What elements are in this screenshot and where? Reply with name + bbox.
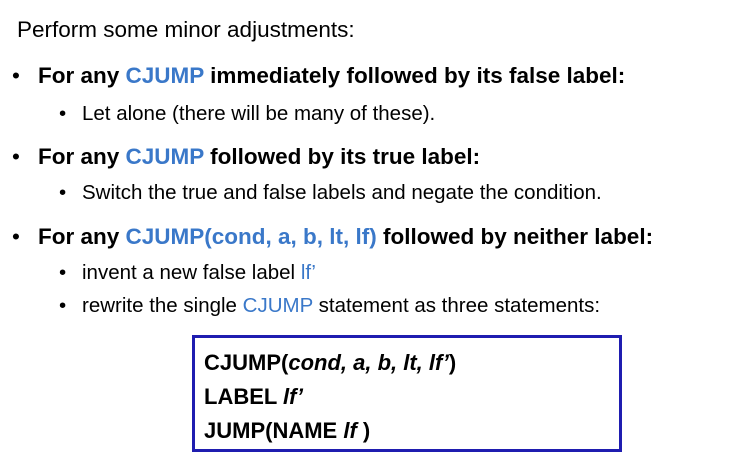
sub-item-1-1: • Let alone (there will be many of these… [59,102,436,126]
bullet-item-3: • For any CJUMP(cond, a, b, lt, lf) foll… [12,224,654,250]
bullet-3-keyword: CJUMP(cond, a, b, lt, lf) [125,224,377,249]
bullet-marker: • [59,181,67,204]
bullet-item-1: • For any CJUMP immediately followed by … [12,63,626,89]
bullet-marker: • [59,261,67,284]
bullet-1-keyword: CJUMP [125,63,204,88]
code-line-3-a: JUMP(NAME [204,418,344,443]
sub-item-2-1-text: Switch the true and false labels and neg… [82,181,602,204]
sub-item-3-1-prefix: invent a new false label [82,261,301,284]
code-line-2: LABEL lf’ [204,380,619,414]
sub-item-3-1: • invent a new false label lf’ [59,261,316,285]
code-line-1-a: CJUMP( [204,350,289,375]
sub-item-2-1: • Switch the true and false labels and n… [59,181,602,205]
code-box: CJUMP(cond, a, b, lt, lf’) LABEL lf’ JUM… [192,335,622,452]
bullet-marker: • [12,224,20,249]
bullet-2-keyword: CJUMP [125,144,204,169]
sub-item-3-2-suffix: statement as three statements: [312,294,601,317]
code-line-1-args: cond, a, b, lt, lf’ [288,350,449,375]
bullet-2-suffix: followed by its true label: [203,144,481,169]
bullet-1-suffix: immediately followed by its false label: [203,63,626,88]
bullet-marker: • [59,294,67,317]
code-line-1-c: ) [448,350,457,375]
intro-text: Perform some minor adjustments: [17,17,355,42]
bullet-marker: • [12,144,20,169]
sub-item-1-1-text: Let alone (there will be many of these). [82,102,436,125]
bullet-1-prefix: For any [38,63,126,88]
bullet-3-suffix: followed by neither label: [376,224,654,249]
bullet-item-2: • For any CJUMP followed by its true lab… [12,144,481,170]
sub-item-3-2-prefix: rewrite the single [82,294,243,317]
bullet-marker: • [12,63,20,88]
sub-item-3-2-keyword: CJUMP [242,294,313,317]
bullet-marker: • [59,102,67,125]
bullet-2-prefix: For any [38,144,126,169]
code-line-3: JUMP(NAME lf ) [204,414,619,448]
sub-item-3-1-keyword: lf’ [300,261,316,284]
code-line-2-a: LABEL [204,384,284,409]
sub-item-3-2: • rewrite the single CJUMP statement as … [59,294,601,318]
code-line-2-label: lf’ [283,384,303,409]
code-line-3-c: ) [356,418,371,443]
code-line-3-label: lf [343,418,357,443]
bullet-3-prefix: For any [38,224,126,249]
code-line-1: CJUMP(cond, a, b, lt, lf’) [204,346,619,380]
